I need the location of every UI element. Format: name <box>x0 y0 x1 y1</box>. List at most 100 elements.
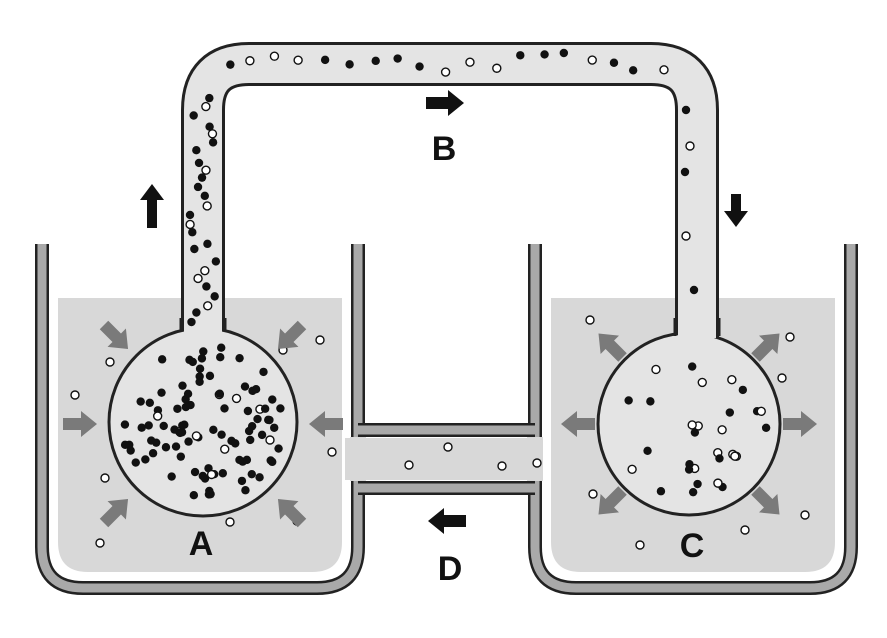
solute-particle <box>684 465 694 474</box>
water-particle <box>202 201 212 211</box>
solute-particle <box>656 487 666 496</box>
solute-particle <box>235 353 244 363</box>
pressure-arrow <box>99 320 129 350</box>
solute-particle <box>738 385 748 395</box>
water-particle <box>200 265 210 276</box>
solute-particle <box>276 404 285 413</box>
water-particle <box>587 55 597 65</box>
solute-particle <box>178 381 187 390</box>
water-particle <box>727 374 737 385</box>
solute-particle <box>240 382 250 391</box>
pressure-arrow <box>309 411 343 437</box>
solute-particle <box>215 389 224 398</box>
pressure-arrow <box>783 411 817 437</box>
water-particle <box>201 101 211 112</box>
water-particle <box>627 464 637 475</box>
water-particle <box>685 141 695 151</box>
solute-particle <box>688 362 697 371</box>
arrow-up-left <box>140 184 164 228</box>
solute-particle <box>681 105 691 115</box>
solute-particle <box>185 210 195 220</box>
water-particle <box>225 517 235 527</box>
water-particle <box>193 273 203 284</box>
solute-particle <box>251 385 261 394</box>
label-a: A <box>189 525 214 563</box>
water-particle <box>105 357 115 367</box>
solute-particle <box>209 425 218 435</box>
solute-particle <box>161 443 171 452</box>
solute-particle <box>725 408 735 417</box>
solute-particle <box>628 66 638 75</box>
water-particle <box>756 406 766 417</box>
solute-particle <box>131 458 140 467</box>
solute-particle <box>137 423 146 432</box>
solute-particle <box>144 421 153 430</box>
water-particle <box>265 435 275 445</box>
water-particle <box>245 56 255 66</box>
solute-particle <box>689 285 699 295</box>
solute-particle <box>192 308 201 317</box>
solute-particle <box>646 397 655 406</box>
water-particle <box>70 390 80 400</box>
pressure-arrow <box>63 411 97 437</box>
pressure-arrow <box>277 498 307 528</box>
solute-particle <box>157 355 167 364</box>
solute-particle <box>693 479 702 489</box>
solute-particle <box>136 397 145 406</box>
solute-particle <box>320 55 330 65</box>
solute-particle <box>241 486 250 495</box>
solute-particle <box>205 122 214 131</box>
water-particle <box>206 469 217 480</box>
solute-particle <box>270 423 279 432</box>
solute-particle <box>208 138 218 147</box>
water-particle <box>440 67 451 77</box>
solute-particle <box>178 421 187 430</box>
solute-particle <box>274 444 283 453</box>
solute-particle <box>190 467 200 477</box>
solute-particle <box>259 367 268 377</box>
solute-particle <box>540 50 549 59</box>
solute-particle <box>205 371 215 381</box>
solute-particle <box>206 489 215 499</box>
water-particle <box>201 165 211 175</box>
bulb-a-pressure-arrows <box>63 320 343 528</box>
water-particle <box>443 442 453 452</box>
solute-particle <box>145 398 155 407</box>
solute-particle <box>260 404 270 413</box>
solute-particle <box>192 146 201 155</box>
water-particle <box>585 315 595 325</box>
solute-particle <box>253 414 262 424</box>
solute-particle <box>167 472 176 481</box>
pressure-arrow <box>751 333 780 362</box>
solute-particle <box>200 191 210 201</box>
solute-particle <box>177 428 187 437</box>
solute-particle <box>199 347 208 356</box>
solute-particle <box>193 182 203 192</box>
water-particle <box>681 231 691 241</box>
water-particle <box>697 377 707 388</box>
water-particle <box>730 451 740 461</box>
water-particle <box>315 335 325 345</box>
solute-particle <box>205 93 214 103</box>
water-particle <box>651 364 661 375</box>
water-particle <box>497 461 507 471</box>
solute-particle <box>188 228 197 237</box>
solute-particle <box>195 372 204 381</box>
solute-particle <box>247 421 257 431</box>
solute-particle <box>255 473 264 482</box>
solute-particle <box>243 406 253 416</box>
water-particle <box>588 489 598 499</box>
water-particle <box>327 447 337 457</box>
solute-particle <box>176 452 186 461</box>
solute-particle <box>247 469 256 479</box>
solute-particle <box>218 469 228 478</box>
water-particle <box>293 55 303 65</box>
solute-particle <box>190 244 199 254</box>
water-particle <box>152 411 163 421</box>
solute-particle <box>152 438 161 447</box>
water-particle <box>717 425 727 435</box>
solute-particle <box>210 292 219 301</box>
label-d: D <box>438 550 463 588</box>
solute-particle <box>181 402 191 412</box>
